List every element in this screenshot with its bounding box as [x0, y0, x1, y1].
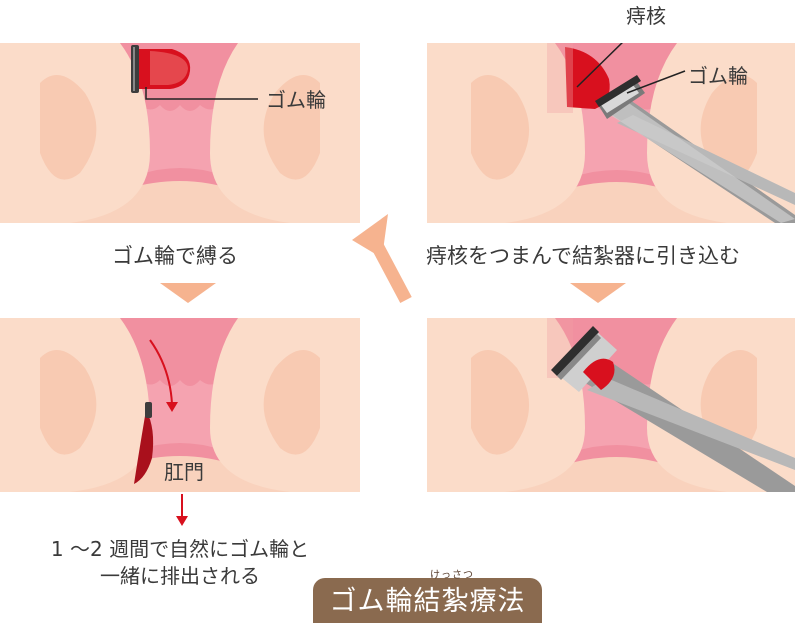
band-leader-line: [145, 87, 258, 100]
ligator-instrument: [551, 326, 795, 492]
label-rubber-band-top: ゴム輪: [688, 64, 748, 88]
hemorrhoid: [583, 358, 615, 390]
title-box: ゴム輪結紮療法: [313, 578, 542, 623]
panel-grabbing: [427, 43, 795, 223]
label-hemorrhoid: 痔核: [626, 4, 666, 28]
rubber-band: [551, 326, 599, 376]
direction-arrow: [149, 339, 173, 405]
caption-grab: 痔核をつまんで結紮器に引き込む: [426, 244, 740, 268]
result-note-line2: 一緒に排出される: [100, 564, 260, 588]
title-ruby: けっさつ: [430, 570, 474, 581]
panel-pulled-in: [427, 318, 795, 492]
label-rubber-band-left: ゴム輪: [266, 88, 326, 112]
hemorrhoid: [565, 47, 610, 109]
result-note: 1 ～2 週間で自然にゴム輪と 一緒に排出される: [20, 536, 340, 590]
label-anus: 肛門: [164, 460, 204, 484]
page-title: ゴム輪結紮療法: [329, 586, 526, 617]
down-arrow-right: [570, 283, 626, 303]
result-note-line1: 1 ～2 週間で自然にゴム輪と: [50, 537, 310, 561]
panel-after-binding: [0, 318, 360, 492]
up-left-arrow: [352, 214, 412, 304]
rubber-band: [145, 402, 152, 418]
rubber-band: [595, 75, 641, 107]
ligator-instrument: [595, 75, 795, 223]
down-arrow-left: [160, 283, 216, 303]
panel-band-placed: [0, 43, 360, 223]
necrotic-hemorrhoid: [134, 410, 154, 484]
caption-bind: ゴム輪で縛る: [112, 244, 238, 268]
